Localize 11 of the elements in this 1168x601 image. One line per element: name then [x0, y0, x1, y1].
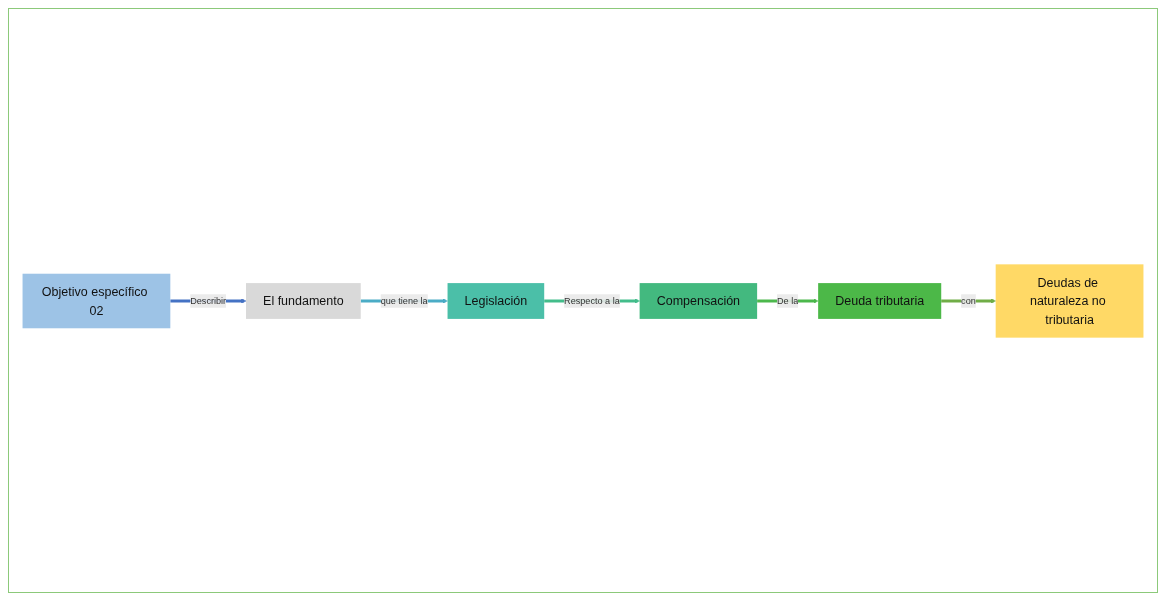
edge-label: Describir — [190, 295, 227, 306]
node-box: Legislación — [447, 282, 545, 319]
node-box: Compensación — [639, 282, 758, 319]
node-box: Deuda tributaria — [818, 282, 942, 319]
edge-label: Respecto a la — [564, 295, 620, 306]
node-box: Deudas de naturaleza no tributaria — [995, 263, 1144, 338]
edge-label: que tiene la — [380, 295, 428, 306]
edge-label: con — [961, 295, 976, 306]
edge-label: De la — [777, 295, 799, 306]
node-box: El fundamento — [246, 282, 361, 319]
node-box: Objetivo específico 02 — [22, 273, 171, 328]
